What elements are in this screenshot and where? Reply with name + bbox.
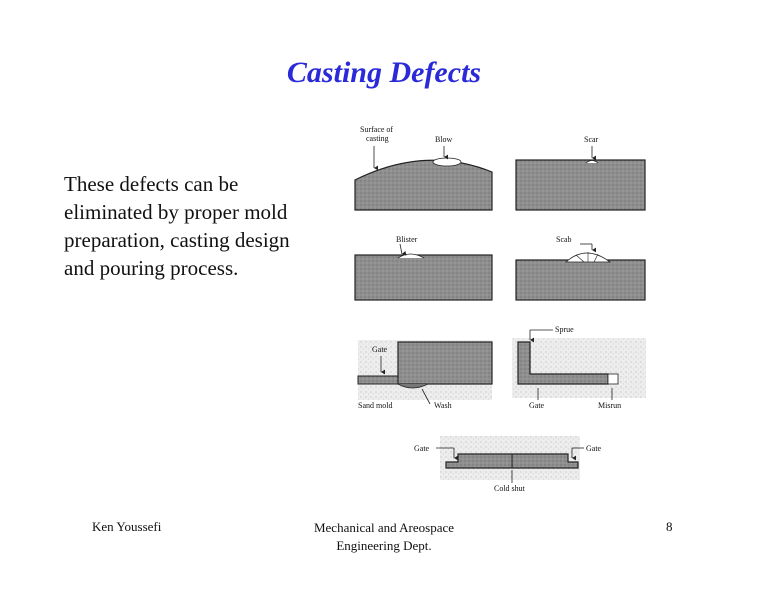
body-line: These defects can be bbox=[64, 172, 239, 196]
misrun-label: Misrun bbox=[598, 401, 621, 410]
slide-body-text: These defects can be eliminated by prope… bbox=[64, 170, 334, 282]
gate-label: Gate bbox=[414, 444, 430, 453]
surface-of-casting-label: Surface of bbox=[360, 125, 393, 134]
sand-mold-label: Sand mold bbox=[358, 401, 392, 410]
body-line: eliminated by proper mold bbox=[64, 200, 288, 224]
scab-label: Scab bbox=[556, 235, 572, 244]
footer-department: Mechanical and Areospace Engineering Dep… bbox=[234, 519, 534, 555]
footer-department-line: Mechanical and Areospace bbox=[313, 520, 455, 535]
gate-label: Gate bbox=[529, 401, 545, 410]
footer-author: Ken Youssefi bbox=[92, 519, 162, 534]
wash-label: Wash bbox=[434, 401, 452, 410]
scar-defect-panel: Scar bbox=[515, 135, 646, 211]
sprue-label: Sprue bbox=[555, 325, 574, 334]
cold-shut-label: Cold shut bbox=[494, 484, 526, 493]
cold-shut-defect-panel: Gate Gate Cold shut bbox=[414, 436, 602, 493]
blister-defect-panel: Blister bbox=[354, 235, 493, 301]
scar-label: Scar bbox=[584, 135, 599, 144]
wash-defect-panel: Gate Sand mold Wash bbox=[357, 340, 493, 410]
page-number: 8 bbox=[666, 519, 673, 534]
misrun-defect-panel: Sprue Gate Misrun bbox=[512, 325, 646, 410]
surface-of-casting-label: casting bbox=[366, 134, 389, 143]
gate-label: Gate bbox=[372, 345, 388, 354]
footer-department-line: Engineering Dept. bbox=[336, 538, 432, 553]
scab-defect-panel: Scab bbox=[515, 235, 646, 301]
body-line: and pouring process. bbox=[64, 256, 239, 280]
blister-label: Blister bbox=[396, 235, 418, 244]
slide-title: Casting Defects bbox=[286, 56, 482, 89]
gate-label: Gate bbox=[586, 444, 602, 453]
blow-label: Blow bbox=[435, 135, 453, 144]
blow-defect-panel: Surface of casting Blow bbox=[354, 125, 493, 211]
body-line: preparation, casting design bbox=[64, 228, 290, 252]
